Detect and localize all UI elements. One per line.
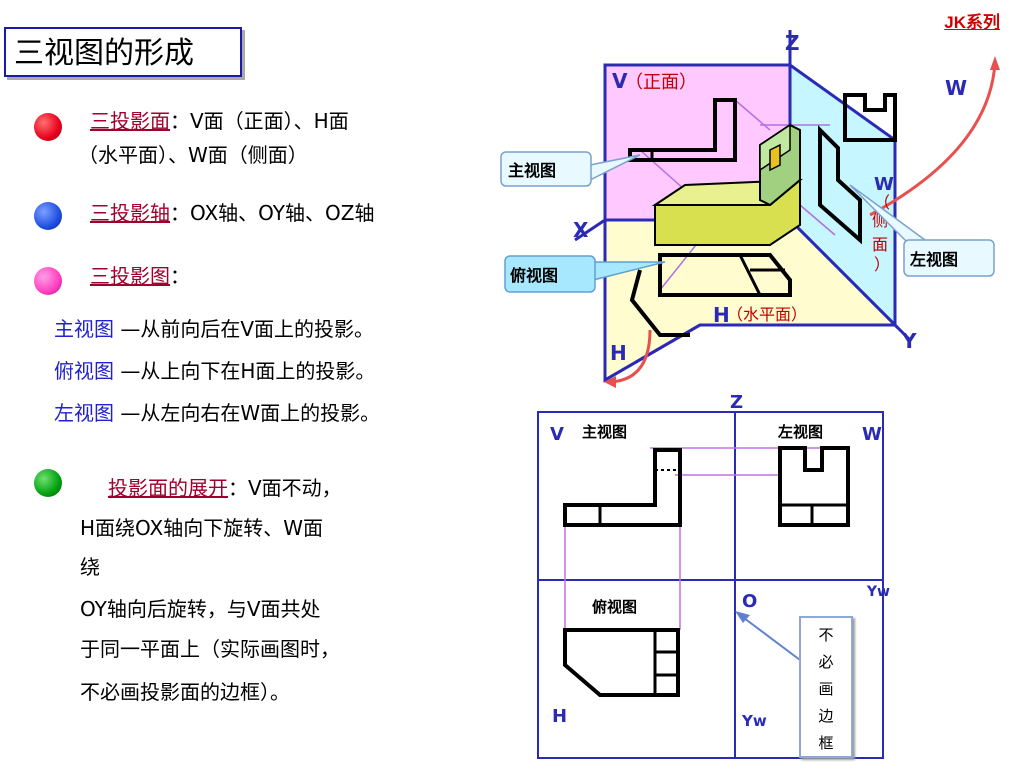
axis-h-label: H [610,341,627,365]
bullet-green [34,469,62,497]
plane-w-caption-3: 面 [872,235,888,254]
view-desc-top: 俯视图 —从上向下在H面上的投影。 [54,355,375,387]
page-title: 三视图的形成 [4,27,242,77]
unfolded-w-label: W [862,424,882,445]
unfolded-front-label: 主视图 [582,423,627,441]
unfolded-h-label: H [552,706,567,727]
projection-box-3d: Z X Y H V （正面） W W （ 侧 面 ） H （水平面） 主视图 俯… [500,30,1000,388]
bullet-4-line2: H面绕OX轴向下旋转、W面 [80,516,323,540]
view-desc-front-text: —从前向后在V面上的投影。 [114,317,375,341]
bullet-2-line: 三投影轴：OX轴、OY轴、OZ轴 [90,197,374,229]
view-name-left: 左视图 [54,401,114,425]
callout-front-text: 主视图 [508,161,556,180]
note-char-3: 画 [818,680,833,698]
unfolded-left-label: 左视图 [777,423,823,441]
plane-w-caption-4: ） [874,255,890,274]
bullet-3-line: 三投影图： [90,260,190,292]
axis-y-label: Y [901,329,917,353]
callout-top-view [504,255,596,293]
plane-w-letter: W [945,76,967,100]
note-char-4: 边 [818,707,833,725]
callout-left-text: 左视图 [909,250,958,269]
plane-h-caption: （水平面） [727,305,807,324]
view-name-front: 主视图 [54,317,114,341]
plane-v-caption: （正面） [625,72,697,93]
bullet-blue [34,202,62,230]
bullet-4-line5: 于同一平面上（实际画图时， [80,637,340,661]
callout-top-text: 俯视图 [510,266,558,285]
callout-left-view [903,239,995,277]
unfolded-v-label: V [550,424,564,445]
callout-front-view [500,151,592,187]
note-no-frame [799,616,853,758]
plane-v-letter: V [612,69,628,93]
series-tag[interactable]: JK系列 [944,13,1000,32]
bullet-1-line2: （水平面）、W面（侧面） [78,143,308,167]
view-desc-left-text: —从左向右在W面上的投影。 [114,401,381,425]
unfolded-o-label: O [742,591,757,612]
note-char-5: 框 [818,734,833,752]
term-three-axes: 三投影轴 [90,201,170,225]
view-name-top: 俯视图 [54,359,114,383]
axis-z-label: Z [785,31,800,55]
term-unfolding: 投影面的展开 [108,476,228,500]
view-desc-top-text: —从上向下在H面上的投影。 [114,359,376,383]
bullet-4-line3: 绕 [80,555,100,579]
term-three-views: 三投影图 [90,264,170,288]
unfolded-yw-bottom: Yw [741,712,767,730]
bullet-pink [34,267,62,295]
bullet-red [34,113,62,141]
plane-h-letter: H [713,303,730,327]
unfolded-top-label: 俯视图 [592,598,637,616]
bullet-4-line4: OY轴向后旋转，与V面共处 [80,597,321,621]
bullet-2-text: ：OX轴、OY轴、OZ轴 [170,201,375,225]
bullet-4-line6: 不必画投影面的边框）。 [80,680,290,704]
axis-x-label: X [573,218,589,242]
bullet-3-text: ： [170,264,190,288]
bullet-1-text: ：V面（正面）、H面 [170,109,349,133]
unfolded-axis-z: Z [730,395,743,413]
unfolded-yw-right: Yw [866,584,890,600]
note-char-1: 不 [818,626,833,644]
plane-w-inner-letter: W [874,174,894,195]
bullet-1-line1: 三投影面：V面（正面）、H面 [90,105,349,137]
term-three-planes: 三投影面 [90,109,170,133]
view-desc-front: 主视图 —从前向后在V面上的投影。 [54,313,374,345]
view-desc-left: 左视图 —从左向右在W面上的投影。 [54,397,380,429]
projection-unfolded-2d: Z V W O H Yw Yw 主视图 左视图 俯视图 不 必 画 边 框 [537,395,890,759]
note-char-2: 必 [818,653,833,671]
bullet-4-text1: ：V面不动， [228,476,342,500]
bullet-4-line1: 投影面的展开：V面不动， [108,472,342,504]
